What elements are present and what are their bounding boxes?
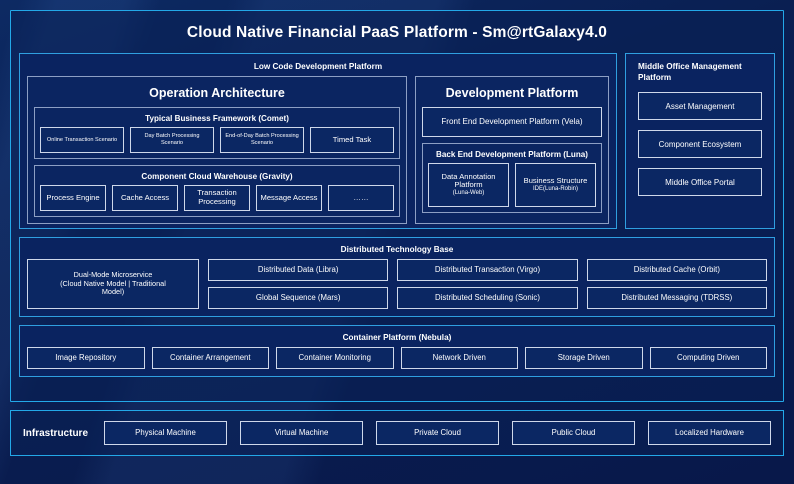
chip-distributed-cache[interactable]: Distributed Cache (Orbit) bbox=[586, 259, 767, 281]
infrastructure-frame: Infrastructure Physical Machine Virtual … bbox=[10, 410, 784, 456]
chip-timed-task[interactable]: Timed Task bbox=[310, 127, 394, 153]
chip-online-transaction-scenario[interactable]: Online Transaction Scenario bbox=[40, 127, 124, 153]
chip-data-annotation-platform-label: Data Annotation Platform bbox=[441, 171, 496, 190]
chip-business-structure-ide[interactable]: Business Structure IDE(Luna-Robin) bbox=[515, 163, 596, 207]
low-code-development-platform: Low Code Development Platform Operation … bbox=[19, 53, 617, 229]
chip-localized-hardware[interactable]: Localized Hardware bbox=[648, 421, 772, 445]
component-cloud-warehouse-group: Component Cloud Warehouse (Gravity) Proc… bbox=[34, 165, 400, 217]
chip-more-ellipsis[interactable]: …… bbox=[328, 185, 394, 211]
front-end-development-platform[interactable]: Front End Development Platform (Vela) bbox=[422, 107, 602, 137]
container-platform-row: Image Repository Container Arrangement C… bbox=[27, 347, 767, 369]
typical-business-framework-title: Typical Business Framework (Comet) bbox=[145, 114, 289, 123]
development-platform-title: Development Platform bbox=[445, 86, 579, 100]
chip-middle-office-portal[interactable]: Middle Office Portal bbox=[638, 168, 762, 197]
dual-mode-line-2: (Cloud Native Model | Traditional bbox=[60, 278, 166, 288]
chip-container-monitoring[interactable]: Container Monitoring bbox=[276, 347, 394, 369]
infrastructure-label: Infrastructure bbox=[23, 427, 89, 439]
dual-mode-line-1: Dual-Mode Microservice bbox=[73, 270, 153, 280]
infrastructure-row: Physical Machine Virtual Machine Private… bbox=[104, 421, 772, 445]
chip-component-ecosystem[interactable]: Component Ecosystem bbox=[638, 130, 762, 159]
distributed-technology-base-title: Distributed Technology Base bbox=[340, 245, 454, 254]
chip-distributed-messaging[interactable]: Distributed Messaging (TDRSS) bbox=[586, 287, 767, 309]
back-end-items-row: Data Annotation Platform (Luna-Web) Busi… bbox=[428, 163, 596, 207]
top-region: Low Code Development Platform Operation … bbox=[19, 53, 775, 229]
chip-distributed-scheduling[interactable]: Distributed Scheduling (Sonic) bbox=[397, 287, 578, 309]
chip-storage-driven[interactable]: Storage Driven bbox=[525, 347, 643, 369]
component-cloud-warehouse-row: Process Engine Cache Access Transaction … bbox=[40, 185, 394, 211]
chip-data-annotation-platform[interactable]: Data Annotation Platform (Luna-Web) bbox=[428, 163, 509, 207]
chip-cache-access[interactable]: Cache Access bbox=[112, 185, 178, 211]
distributed-technology-base-body: Dual-Mode Microservice (Cloud Native Mod… bbox=[27, 259, 767, 309]
chip-process-engine[interactable]: Process Engine bbox=[40, 185, 106, 211]
distributed-technology-base: Distributed Technology Base Dual-Mode Mi… bbox=[19, 237, 775, 317]
page-title: Cloud Native Financial PaaS Platform - S… bbox=[186, 24, 608, 41]
chip-global-sequence[interactable]: Global Sequence (Mars) bbox=[208, 287, 389, 309]
chip-container-arrangement[interactable]: Container Arrangement bbox=[151, 347, 269, 369]
chip-physical-machine[interactable]: Physical Machine bbox=[104, 421, 228, 445]
distributed-technology-grid: Distributed Data (Libra) Distributed Tra… bbox=[208, 259, 767, 309]
typical-business-framework-group: Typical Business Framework (Comet) Onlin… bbox=[34, 107, 400, 159]
operation-architecture-card: Operation Architecture Typical Business … bbox=[27, 76, 407, 224]
chip-public-cloud[interactable]: Public Cloud bbox=[512, 421, 636, 445]
chip-end-of-day-batch-processing-scenario[interactable]: End-of-Day Batch Processing Scenario bbox=[220, 127, 304, 153]
chip-distributed-data[interactable]: Distributed Data (Libra) bbox=[208, 259, 389, 281]
development-platform-card: Development Platform Front End Developme… bbox=[415, 76, 609, 224]
chip-transaction-processing[interactable]: Transaction Processing bbox=[184, 185, 250, 211]
dual-mode-microservice-wrap: Dual-Mode Microservice (Cloud Native Mod… bbox=[27, 259, 199, 309]
dual-mode-line-3: Model) bbox=[101, 287, 125, 297]
chip-virtual-machine[interactable]: Virtual Machine bbox=[240, 421, 364, 445]
typical-business-framework-row: Online Transaction Scenario Day Batch Pr… bbox=[40, 127, 394, 153]
back-end-development-platform-title: Back End Development Platform (Luna) bbox=[435, 150, 588, 159]
chip-business-structure-label: Business Structure bbox=[523, 175, 588, 185]
chip-business-structure-note: IDE(Luna-Robin) bbox=[532, 185, 579, 192]
operation-architecture-title: Operation Architecture bbox=[149, 86, 285, 100]
container-platform: Container Platform (Nebula) Image Reposi… bbox=[19, 325, 775, 377]
chip-data-annotation-platform-note: (Luna-Web) bbox=[452, 190, 485, 197]
chip-message-access[interactable]: Message Access bbox=[256, 185, 322, 211]
middle-office-title: Middle Office Management Platform bbox=[638, 62, 742, 82]
chip-computing-driven[interactable]: Computing Driven bbox=[649, 347, 767, 369]
chip-dual-mode-microservice[interactable]: Dual-Mode Microservice (Cloud Native Mod… bbox=[27, 259, 199, 309]
chip-distributed-transaction[interactable]: Distributed Transaction (Virgo) bbox=[397, 259, 578, 281]
chip-network-driven[interactable]: Network Driven bbox=[400, 347, 518, 369]
chip-private-cloud[interactable]: Private Cloud bbox=[376, 421, 500, 445]
container-platform-title: Container Platform (Nebula) bbox=[342, 333, 452, 342]
platform-main-frame: Cloud Native Financial PaaS Platform - S… bbox=[10, 10, 784, 402]
low-code-columns: Operation Architecture Typical Business … bbox=[27, 76, 609, 224]
chip-day-batch-processing-scenario[interactable]: Day Batch Processing Scenario bbox=[130, 127, 214, 153]
chip-image-repository[interactable]: Image Repository bbox=[27, 347, 145, 369]
low-code-title: Low Code Development Platform bbox=[253, 62, 383, 71]
middle-office-management-platform: Middle Office Management Platform Asset … bbox=[625, 53, 775, 229]
chip-asset-management[interactable]: Asset Management bbox=[638, 92, 762, 121]
back-end-development-platform-group: Back End Development Platform (Luna) Dat… bbox=[422, 143, 602, 213]
component-cloud-warehouse-title: Component Cloud Warehouse (Gravity) bbox=[141, 172, 293, 181]
